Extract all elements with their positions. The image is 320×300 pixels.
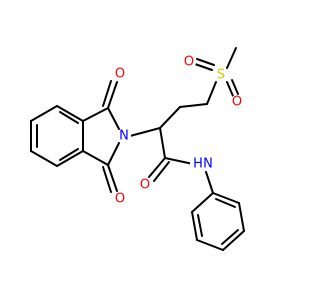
bond: [179, 103, 208, 108]
bond: [212, 192, 240, 204]
bond: [107, 164, 118, 192]
bond: [30, 105, 58, 122]
atom-o-sulfonyl-bottom: O: [230, 95, 244, 110]
atom-label: H: [193, 157, 203, 172]
bond: [148, 157, 166, 178]
atom-label: O: [115, 192, 125, 207]
bond: [238, 202, 245, 232]
atom-n-ring: N: [117, 129, 131, 144]
bond: [196, 239, 224, 251]
phthalimide-benzene-ring: [30, 105, 84, 167]
double-bond: [102, 166, 112, 193]
bond: [191, 211, 198, 241]
bond: [30, 150, 58, 167]
bond: [129, 127, 161, 137]
bond: [191, 192, 214, 213]
bond: [226, 47, 237, 69]
atom-label: O: [115, 67, 125, 82]
atom-s-sulfonyl: S: [214, 68, 228, 83]
bond: [82, 150, 109, 166]
bond: [222, 230, 245, 251]
double-bond: [153, 161, 170, 182]
atom-label: S: [217, 68, 225, 83]
atom-label: O: [140, 178, 150, 193]
double-bond: [196, 58, 215, 66]
bond: [194, 63, 213, 71]
bond: [56, 105, 84, 122]
atom-labels: O O N S O O O H N: [113, 55, 244, 207]
bond: [226, 81, 234, 97]
atom-label: N: [203, 157, 213, 172]
sulfonyl-group: [194, 47, 239, 97]
atom-label: N: [119, 129, 129, 144]
structure-canvas: O O N S O O O H N: [30, 47, 245, 251]
bond: [205, 171, 214, 194]
double-bond: [231, 79, 239, 95]
phenyl-ring: [191, 192, 245, 251]
bond: [159, 106, 181, 129]
double-bond-inner: [59, 148, 79, 161]
bond: [107, 107, 120, 130]
double-bond-inner: [215, 198, 236, 208]
double-bond-inner: [59, 111, 79, 124]
bond: [107, 81, 118, 109]
imide-ring: [82, 80, 120, 193]
bond: [159, 127, 166, 159]
atom-o-sulfonyl-left: O: [182, 55, 196, 70]
bond: [206, 81, 217, 105]
atom-o-bottom: O: [113, 192, 127, 207]
atom-o-amide: O: [138, 178, 152, 193]
atom-label: O: [232, 95, 242, 110]
double-bond: [102, 80, 112, 107]
molecule-structure: O O N S O O O H N: [30, 47, 245, 251]
double-bond-inner: [221, 229, 239, 245]
bond: [56, 150, 84, 167]
bond: [82, 107, 109, 122]
bond: [107, 142, 120, 166]
atom-label: O: [184, 55, 194, 70]
atom-nh-amide: H N: [190, 157, 214, 172]
amide-group: [148, 127, 214, 194]
double-bond-inner: [197, 214, 203, 237]
bond: [164, 157, 194, 165]
atom-o-top: O: [113, 67, 127, 82]
side-chain: [129, 81, 217, 137]
